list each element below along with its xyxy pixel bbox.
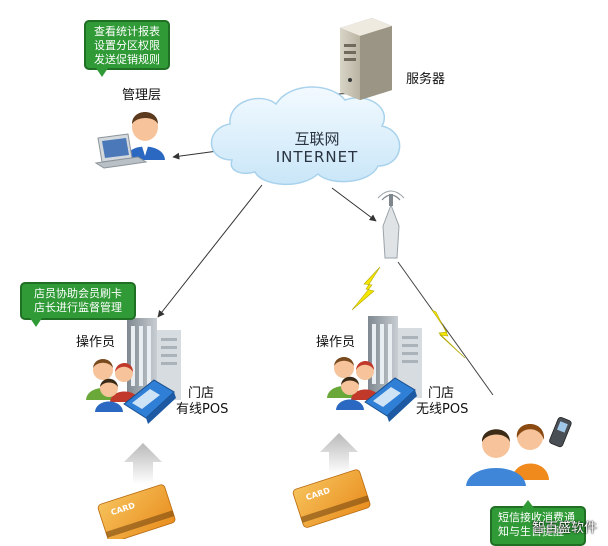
operator-right-label: 操作员 (316, 335, 356, 350)
server-icon (340, 18, 392, 100)
card-right-icon: CARD (292, 469, 371, 528)
management-label: 管理层 (122, 88, 162, 103)
antenna-to-phone-line (397, 261, 494, 396)
cloud-to-wired-store-arrow (157, 184, 263, 318)
wireless-pos-terminal-icon (364, 377, 417, 422)
operators-right-icon (327, 357, 380, 410)
wired-pos-terminal-icon (123, 379, 176, 424)
store-callout-line-2: 店长进行监督管理 (34, 301, 122, 314)
sms-callout-line-2: 知与生日提醒 (498, 525, 564, 538)
management-callout: 查看统计报表 设置分区权限 发送促销规则 (84, 20, 170, 77)
up-arrow-left (124, 443, 162, 484)
management-callout-line-2: 设置分区权限 (94, 39, 160, 52)
operator-left-label: 操作员 (76, 335, 116, 350)
server-label: 服务器 (406, 72, 446, 87)
lightning-bolts (351, 266, 466, 359)
wireless-store-label-1: 门店 (428, 386, 455, 401)
internet-cloud (210, 86, 401, 186)
management-callout-line-1: 查看统计报表 (94, 25, 160, 38)
store-callout-line-1: 店员协助会员刷卡 (34, 287, 122, 300)
sms-callout-line-1: 短信接收消费通 (498, 511, 575, 524)
wireless-antenna-icon (377, 190, 405, 259)
members-with-phone-icon (466, 416, 572, 486)
up-arrow-right (320, 433, 358, 474)
lightning-left (351, 266, 381, 311)
card-left-icon: CARD (97, 484, 176, 543)
mobile-phone-icon (549, 416, 572, 448)
wired-store-label-1: 门店 (188, 386, 215, 401)
wired-store-label-2: 有线POS (176, 402, 229, 417)
cloud-to-antenna-arrow (331, 187, 377, 222)
management-person-icon (94, 112, 165, 169)
card-swipe-arrows (124, 433, 358, 484)
management-callout-line-3: 发送促销规则 (94, 53, 160, 66)
cloud-label-cn: 互联网 (294, 130, 340, 148)
cloud-label: 互联网 INTERNET (262, 130, 372, 166)
store-callout: 店员协助会员刷卡 店长进行监督管理 (20, 282, 136, 327)
watermark: 智百盛软件 (532, 521, 598, 536)
lightning-right (431, 309, 466, 359)
cloud-label-en: INTERNET (275, 148, 359, 166)
wireless-store-label-2: 无线POS (416, 402, 469, 417)
